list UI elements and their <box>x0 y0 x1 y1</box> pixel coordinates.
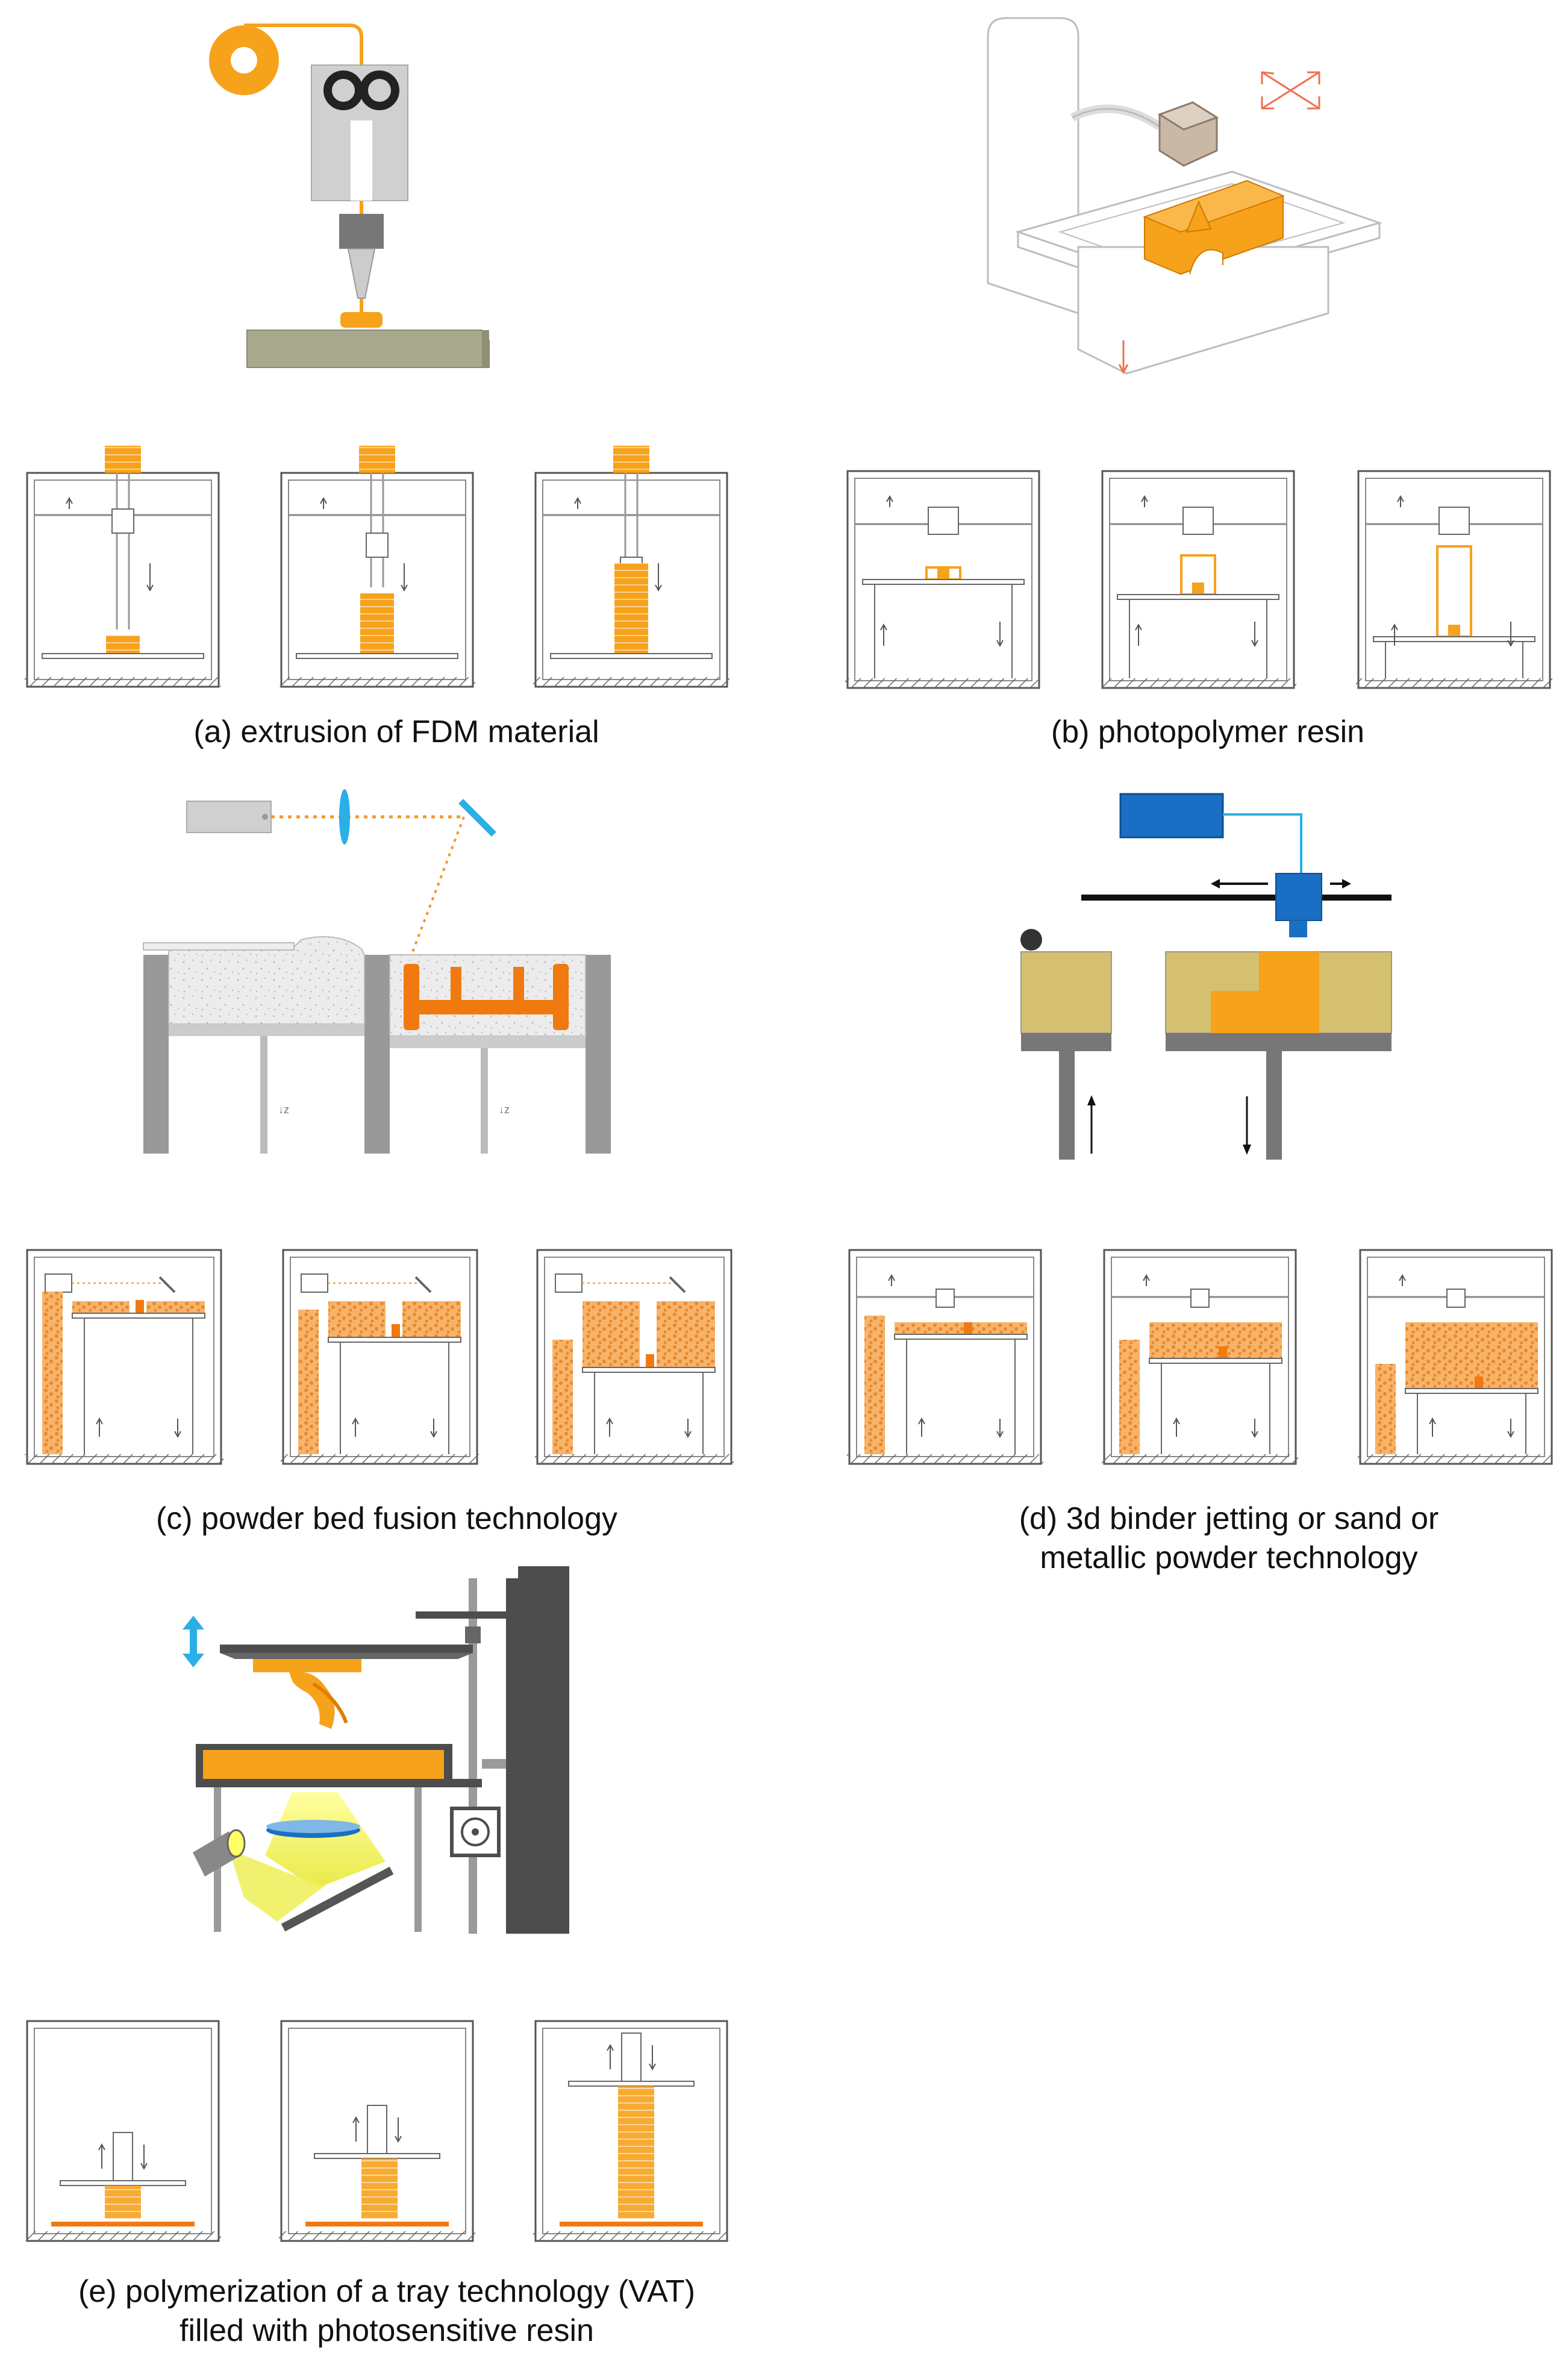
vat-step-1 <box>25 2020 221 2242</box>
lens-icon <box>339 789 350 845</box>
vat-step-3 <box>533 2020 729 2242</box>
binder-jetting-step-2 <box>1102 1249 1298 1465</box>
tilted-mirror <box>281 1866 394 1932</box>
roller <box>1020 929 1042 951</box>
panel-c-powder-bed: ↓z ↓z (c) powder bed fusion technology <box>25 789 734 1536</box>
panel-b-photopolymer: (b) photopolymer resin <box>845 17 1552 749</box>
panel-e-vat: (e) polymerization of a tray technology … <box>25 1566 729 2348</box>
vat-step-2 <box>279 2020 475 2242</box>
photopolymer-step-1 <box>845 470 1042 689</box>
binder-jetting-illustration <box>1020 793 1392 1160</box>
fused-part <box>404 964 569 1030</box>
filament-path <box>244 23 363 313</box>
powder-bed-step-1 <box>25 1249 223 1465</box>
caption-d-line2: metallic powder technology <box>1040 1540 1417 1575</box>
build-platform <box>220 1645 473 1653</box>
powder-bed-steps <box>25 1249 734 1465</box>
projector-icon <box>193 1829 246 1876</box>
binder-jetting-step-3 <box>1358 1249 1554 1465</box>
svg-text:↓z: ↓z <box>278 1104 289 1116</box>
z-arrow-icon <box>183 1616 204 1667</box>
caption-e-line2: filled with photosensitive resin <box>180 2313 594 2348</box>
photopolymer-illustration <box>987 17 1382 375</box>
caption-e-line1: (e) polymerization of a tray technology … <box>78 2274 695 2309</box>
laser-source-icon <box>186 801 272 833</box>
panel-d-binder-jetting: (d) 3d binder jetting or sand or metalli… <box>847 793 1554 1575</box>
build-plate <box>246 330 490 368</box>
powder-bed-step-3 <box>535 1249 734 1465</box>
hanging-part <box>253 1659 361 1729</box>
vat-steps <box>25 2020 729 2242</box>
print-head-icon <box>1157 101 1219 167</box>
motor-icon <box>450 1807 501 1857</box>
svg-text:↓z: ↓z <box>499 1104 510 1116</box>
resin-vat <box>199 1750 452 1779</box>
binder-reservoir <box>1119 793 1224 839</box>
caption-d-line1: (d) 3d binder jetting or sand or <box>1019 1501 1439 1536</box>
caption-b: (b) photopolymer resin <box>1051 714 1364 749</box>
print-head-icon <box>1275 873 1322 937</box>
printed-part <box>1143 180 1285 275</box>
drive-rollers-icon <box>311 64 408 201</box>
nozzle-icon <box>339 214 384 299</box>
extruded-part <box>340 312 383 328</box>
photopolymer-step-2 <box>1100 470 1296 689</box>
fdm-step-1 <box>25 446 221 688</box>
caption-c: (c) powder bed fusion technology <box>156 1501 617 1536</box>
photopolymer-step-3 <box>1356 470 1552 689</box>
xy-arrows <box>1261 71 1320 110</box>
fdm-step-2 <box>279 446 475 688</box>
binder-jetting-steps <box>847 1249 1554 1465</box>
tower <box>506 1578 569 1934</box>
powder-bed-step-2 <box>281 1249 479 1465</box>
mirror-icon <box>458 799 496 837</box>
photopolymer-steps <box>845 470 1552 689</box>
fdm-steps <box>25 446 729 688</box>
vat-illustration <box>183 1566 569 1934</box>
spool-icon <box>209 25 279 95</box>
panel-a-fdm: (a) extrusion of FDM material <box>25 23 729 749</box>
caption-a: (a) extrusion of FDM material <box>193 714 599 749</box>
powder-bed-illustration: ↓z ↓z <box>143 789 611 1154</box>
fdm-illustration <box>209 23 490 368</box>
binder-jetting-step-1 <box>847 1249 1043 1465</box>
fdm-step-3 <box>533 446 729 688</box>
